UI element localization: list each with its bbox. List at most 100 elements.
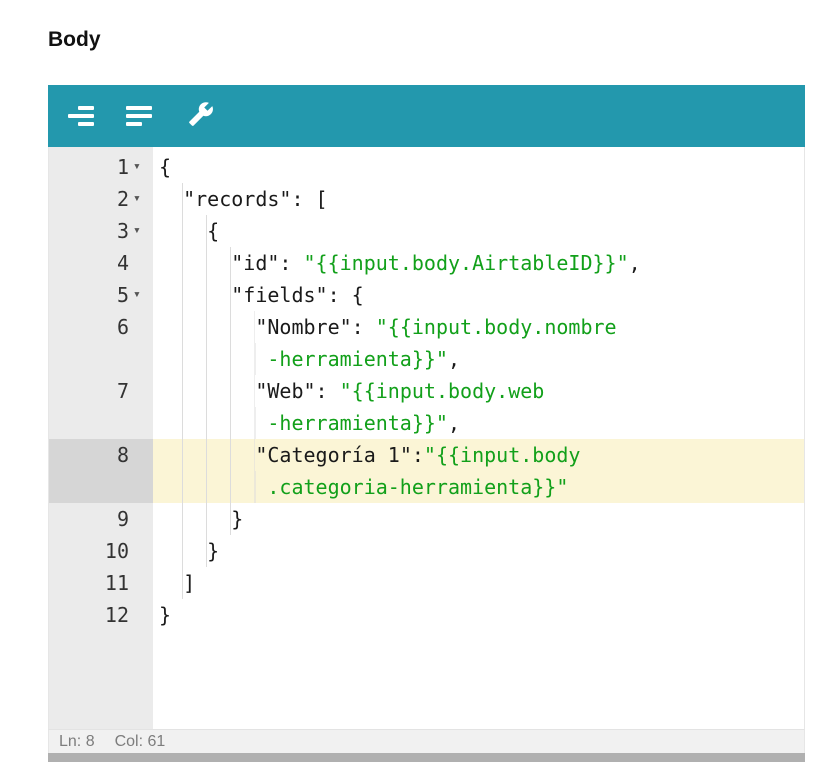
line-number: 4 — [116, 251, 129, 275]
line-number: 2 — [116, 187, 129, 211]
code-token: : — [411, 443, 424, 467]
code-token: "Categoría 1" — [255, 443, 412, 467]
code-cell[interactable]: "fields": { — [153, 279, 804, 311]
code-line[interactable]: 3▾ { — [49, 215, 804, 247]
code-line[interactable]: 5▾"fields": { — [49, 279, 804, 311]
line-gutter[interactable]: 12 — [49, 599, 153, 631]
indent-guides — [159, 247, 232, 279]
indent-guides — [159, 471, 268, 503]
indent-guides — [159, 503, 232, 535]
line-gutter[interactable]: 5▾ — [49, 279, 153, 311]
code-token: "fields" — [231, 283, 328, 307]
json-body-editor: 1▾{2▾"records": [3▾{4"id": "{{input.body… — [48, 85, 805, 762]
line-number: 8 — [116, 443, 129, 467]
fold-spacer — [129, 439, 153, 503]
line-gutter[interactable]: 11 — [49, 567, 153, 599]
line-gutter[interactable]: 3▾ — [49, 215, 153, 247]
code-cell[interactable]: "id": "{{input.body.AirtableID}}", — [153, 247, 804, 279]
code-token: : — [351, 315, 376, 339]
code-cell[interactable]: { — [153, 215, 804, 247]
code-cell[interactable]: "records": [ — [153, 183, 804, 215]
code-token: { — [207, 219, 220, 243]
code-token: } — [159, 603, 172, 627]
code-line[interactable]: 12} — [49, 599, 804, 631]
code-row: "Nombre": "{{input.body.nombre — [159, 311, 804, 343]
fold-spacer — [129, 247, 153, 279]
line-gutter[interactable]: 2▾ — [49, 183, 153, 215]
code-row: } — [159, 599, 804, 631]
fold-spacer — [129, 567, 153, 599]
fold-arrow-icon[interactable]: ▾ — [133, 191, 141, 206]
line-gutter[interactable]: 8 — [49, 439, 153, 503]
code-line[interactable]: 11] — [49, 567, 804, 599]
code-token: "id" — [231, 251, 280, 275]
status-line-indicator: Ln: 8 — [59, 732, 95, 750]
line-gutter[interactable]: 10 — [49, 535, 153, 567]
indent-guides — [159, 407, 268, 439]
code-line[interactable]: 2▾"records": [ — [49, 183, 804, 215]
fold-arrow-icon[interactable]: ▾ — [133, 287, 141, 302]
code-cell[interactable]: "Web": "{{input.body.web-herramienta}}", — [153, 375, 804, 439]
code-row: "id": "{{input.body.AirtableID}}", — [159, 247, 804, 279]
code-token: "{{input.body.AirtableID}}" — [303, 251, 629, 275]
code-line[interactable]: 6"Nombre": "{{input.body.nombre-herramie… — [49, 311, 804, 375]
code-row: .categoria-herramienta}}" — [159, 471, 804, 503]
line-number: 11 — [104, 571, 129, 595]
wrench-icon — [188, 101, 214, 132]
code-row: -herramienta}}", — [159, 407, 804, 439]
line-number: 12 — [104, 603, 129, 627]
code-token: "{{input.body.web — [339, 379, 545, 403]
indent-guides — [159, 535, 208, 567]
code-cell[interactable]: { — [153, 151, 804, 183]
line-gutter[interactable]: 6 — [49, 311, 153, 375]
repair-json-button[interactable] — [184, 101, 218, 131]
line-gutter[interactable]: 4 — [49, 247, 153, 279]
code-cell[interactable]: } — [153, 503, 804, 535]
code-row: ] — [159, 567, 804, 599]
code-line[interactable]: 1▾{ — [49, 151, 804, 183]
line-gutter[interactable]: 1▾ — [49, 151, 153, 183]
code-cell[interactable]: ] — [153, 567, 804, 599]
code-row: "fields": { — [159, 279, 804, 311]
compact-json-button[interactable] — [126, 101, 160, 131]
code-line[interactable]: 9} — [49, 503, 804, 535]
code-cell[interactable]: } — [153, 535, 804, 567]
line-number: 7 — [116, 379, 129, 403]
code-token: : — [315, 379, 340, 403]
code-token: : [ — [291, 187, 328, 211]
line-number: 1 — [116, 155, 129, 179]
fold-spacer — [129, 311, 153, 375]
code-line[interactable]: 10} — [49, 535, 804, 567]
bottom-scroll-bar[interactable] — [48, 753, 805, 762]
code-row: } — [159, 503, 804, 535]
line-gutter[interactable]: 9 — [49, 503, 153, 535]
fold-spacer — [129, 535, 153, 567]
code-token: { — [159, 155, 172, 179]
fold-arrow-icon[interactable]: ▾ — [133, 223, 141, 238]
code-editor-area[interactable]: 1▾{2▾"records": [3▾{4"id": "{{input.body… — [48, 147, 805, 729]
code-token: "records" — [183, 187, 292, 211]
code-token: , — [447, 411, 461, 435]
indent-guides — [159, 215, 208, 247]
fold-arrow-icon[interactable]: ▾ — [133, 159, 141, 174]
code-token: "{{input.body — [423, 443, 581, 467]
code-token: , — [447, 347, 461, 371]
code-cell[interactable]: "Nombre": "{{input.body.nombre-herramien… — [153, 311, 804, 375]
format-icon — [78, 106, 94, 110]
code-token: "Nombre" — [255, 315, 352, 339]
fold-spacer — [129, 503, 153, 535]
indent-guides — [159, 311, 256, 343]
code-row: "Web": "{{input.body.web — [159, 375, 804, 407]
format-json-button[interactable] — [68, 101, 102, 131]
code-row: -herramienta}}", — [159, 343, 804, 375]
status-bar: Ln: 8 Col: 61 — [48, 729, 805, 753]
code-line[interactable]: 8 "Categoría 1":"{{input.body .categoria-h… — [49, 439, 804, 503]
code-cell[interactable]: "Categoría 1":"{{input.body .categoria-he… — [153, 439, 804, 503]
indent-guides — [159, 279, 232, 311]
code-cell[interactable]: } — [153, 599, 804, 631]
compact-icon — [126, 106, 152, 110]
line-number: 10 — [104, 539, 129, 563]
code-line[interactable]: 7 "Web": "{{input.body.web-herramienta}}"… — [49, 375, 804, 439]
line-gutter[interactable]: 7 — [49, 375, 153, 439]
code-line[interactable]: 4 "id": "{{input.body.AirtableID}}", — [49, 247, 804, 279]
